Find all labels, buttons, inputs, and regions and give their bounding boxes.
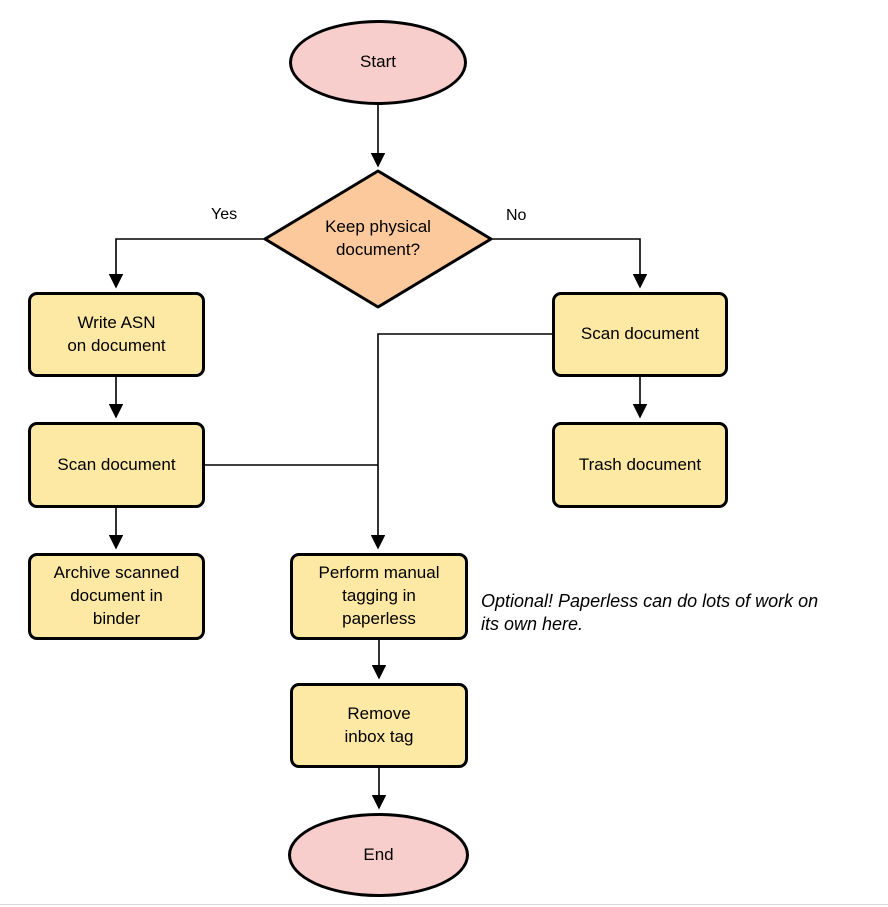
end-node-label: End (363, 844, 394, 864)
process-remove-inbox-tag-label: Remove inbox tag (344, 703, 414, 746)
process-scan-document-left-node: Scan document (28, 422, 205, 508)
process-perform-tagging-label: Perform manual tagging in paperless (318, 563, 440, 628)
edge-decision-yes-to-write-asn (108, 238, 265, 289)
optional-note: Optional! Paperless can do lots of work … (481, 591, 819, 634)
start-node: Start (289, 20, 467, 105)
edge-scan-right-to-perform-tagging (370, 333, 552, 550)
edge-decision-no-to-scan-right (491, 238, 648, 289)
process-remove-inbox-tag-node: Remove inbox tag (290, 683, 468, 768)
process-scan-document-right-node: Scan document (552, 292, 728, 377)
process-perform-tagging-node: Perform manual tagging in paperless (290, 553, 468, 640)
process-trash-document-label: Trash document (578, 454, 702, 474)
process-scan-document-left-label: Scan document (57, 454, 176, 474)
process-write-asn-node: Write ASN on document (28, 292, 205, 377)
edge-label-no: No (506, 207, 527, 224)
start-node-label: Start (360, 52, 396, 72)
process-trash-document-node: Trash document (552, 422, 728, 508)
process-archive-document-label: Archive scanned document in binder (53, 563, 180, 628)
process-write-asn-label: Write ASN on document (67, 312, 166, 355)
decision-diamond-shape (263, 169, 493, 309)
process-scan-document-right-label: Scan document (580, 324, 700, 344)
page-bottom-border (0, 904, 888, 905)
edge-label-yes: Yes (211, 206, 238, 223)
end-node: End (288, 813, 469, 897)
decision-keep-physical-label: Keep physical document? (325, 217, 431, 259)
decision-keep-physical-node: Keep physical document? (266, 172, 490, 306)
process-archive-document-node: Archive scanned document in binder (28, 553, 205, 640)
